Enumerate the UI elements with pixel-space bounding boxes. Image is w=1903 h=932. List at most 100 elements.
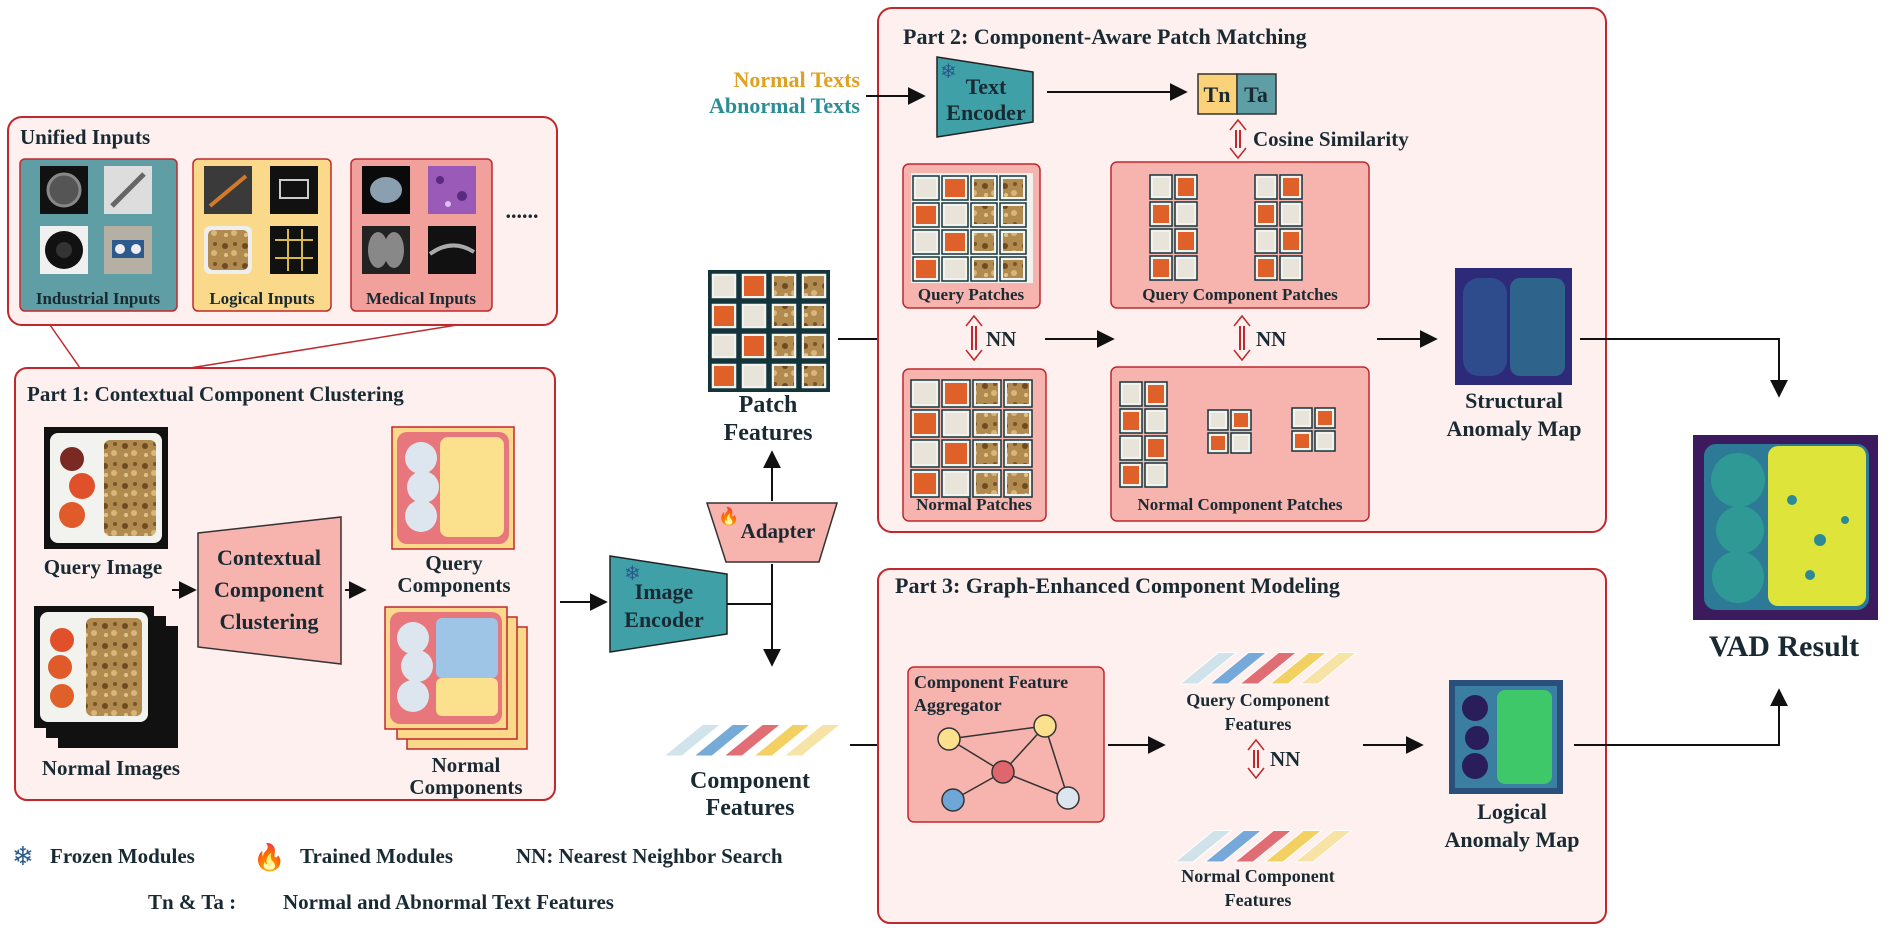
feature-strip bbox=[692, 724, 752, 757]
patch-content bbox=[1295, 434, 1309, 448]
svg-text:Image: Image bbox=[635, 579, 694, 604]
svg-text:Normal Component: Normal Component bbox=[1181, 866, 1335, 886]
patch-content bbox=[714, 306, 734, 326]
patch-content bbox=[1003, 233, 1023, 251]
patch-content bbox=[976, 413, 998, 434]
svg-text:Query Patches: Query Patches bbox=[918, 285, 1025, 304]
graph-node bbox=[937, 727, 961, 751]
svg-text:Features: Features bbox=[706, 795, 795, 821]
query-component-patches-box: Query Component Patches bbox=[1110, 161, 1370, 309]
feature-strip bbox=[1173, 830, 1233, 863]
svg-text:NN: NN bbox=[1256, 327, 1286, 351]
query-image-label: Query Image bbox=[44, 555, 162, 579]
patch-content bbox=[1258, 178, 1274, 196]
patch-content bbox=[1283, 259, 1299, 277]
patch-content bbox=[1148, 439, 1164, 457]
svg-text:Features: Features bbox=[724, 420, 813, 446]
patch-content bbox=[1211, 436, 1225, 450]
svg-text:Structural: Structural bbox=[1465, 388, 1563, 413]
patch-content bbox=[1258, 232, 1274, 250]
structural-anomaly-map bbox=[1455, 268, 1572, 385]
part1-panel: Part 1: Contextual Component Clustering … bbox=[14, 367, 556, 801]
patch-content bbox=[1178, 232, 1194, 250]
logical-anomaly-map bbox=[1449, 680, 1563, 794]
query-patches-box: Query Patches bbox=[902, 163, 1041, 309]
nn-arrow bbox=[1233, 314, 1251, 362]
svg-text:Tn & Ta :: Tn & Ta : bbox=[148, 890, 236, 914]
feature-strip bbox=[1233, 830, 1293, 863]
nn-arrow bbox=[1247, 738, 1265, 780]
legend: ❄ Frozen Modules 🔥 Trained Modules NN: N… bbox=[12, 842, 783, 914]
svg-text:Query Component Patches: Query Component Patches bbox=[1142, 285, 1338, 304]
patch-content bbox=[1148, 466, 1164, 484]
svg-text:Encoder: Encoder bbox=[624, 607, 704, 632]
feature-strip bbox=[782, 724, 842, 757]
feature-strip bbox=[1293, 830, 1353, 863]
svg-text:Components: Components bbox=[409, 775, 522, 799]
svg-text:Text: Text bbox=[966, 74, 1007, 99]
patch-content bbox=[974, 206, 994, 224]
patch-content bbox=[945, 443, 967, 464]
patch-content bbox=[1007, 383, 1029, 404]
svg-text:Query: Query bbox=[425, 551, 483, 575]
snowflake-icon: ❄ bbox=[12, 842, 34, 871]
patch-content bbox=[1123, 412, 1139, 430]
vad-result-map bbox=[1693, 435, 1878, 620]
patch-content bbox=[774, 306, 794, 326]
patch-content bbox=[976, 383, 998, 404]
patch-content bbox=[744, 306, 764, 326]
text-features-tn-ta: Tn Ta bbox=[1197, 73, 1277, 115]
svg-text:Normal Patches: Normal Patches bbox=[916, 495, 1032, 514]
patch-content bbox=[1211, 413, 1225, 427]
patch-content bbox=[804, 336, 824, 356]
vad-result-label: VAD Result bbox=[1709, 630, 1859, 663]
svg-text:Adapter: Adapter bbox=[741, 519, 816, 543]
patch-content bbox=[1153, 259, 1169, 277]
feature-strip bbox=[1238, 652, 1298, 685]
normal-images-label: Normal Images bbox=[42, 756, 180, 780]
svg-text:Logical: Logical bbox=[1477, 799, 1547, 824]
patch-content bbox=[744, 276, 764, 296]
patch-features-grid bbox=[708, 270, 830, 392]
query-components bbox=[391, 426, 515, 550]
patch-content bbox=[1003, 206, 1023, 224]
patch-content bbox=[1148, 385, 1164, 403]
feature-strip bbox=[1203, 830, 1263, 863]
patch-content bbox=[945, 233, 965, 251]
svg-text:Patch: Patch bbox=[739, 392, 798, 418]
patch-content bbox=[774, 276, 794, 296]
feature-strip bbox=[1178, 652, 1238, 685]
graph-node bbox=[941, 788, 965, 812]
cosine-similarity-arrow bbox=[1229, 118, 1247, 160]
patch-content bbox=[774, 366, 794, 386]
medical-inputs-group: Medical Inputs bbox=[350, 158, 493, 312]
patch-content bbox=[916, 233, 936, 251]
contextual-clustering-module: Contextual Component Clustering bbox=[197, 516, 342, 665]
patch-content bbox=[714, 366, 734, 386]
normal-component-patches-box: Normal Component Patches bbox=[1110, 366, 1370, 522]
feature-strip bbox=[752, 724, 812, 757]
nn-arrow bbox=[965, 314, 983, 362]
patch-content bbox=[974, 233, 994, 251]
industrial-inputs-group: Industrial Inputs bbox=[19, 158, 178, 312]
feature-strip bbox=[662, 724, 722, 757]
svg-text:Normal: Normal bbox=[432, 753, 501, 777]
patch-content bbox=[1153, 205, 1169, 223]
svg-text:Ta: Ta bbox=[1244, 82, 1268, 107]
normal-components bbox=[384, 606, 528, 750]
patch-content bbox=[774, 336, 794, 356]
patch-content bbox=[1153, 178, 1169, 196]
svg-text:Normal and Abnormal Text Featu: Normal and Abnormal Text Features bbox=[283, 890, 614, 914]
cosine-similarity-label: Cosine Similarity bbox=[1253, 127, 1409, 151]
patch-content bbox=[714, 336, 734, 356]
snowflake-icon: ❄ bbox=[624, 563, 641, 585]
patch-content bbox=[744, 336, 764, 356]
flame-icon: 🔥 bbox=[253, 842, 285, 872]
query-image bbox=[44, 427, 168, 549]
unified-inputs-title: Unified Inputs bbox=[20, 125, 150, 149]
medical-thumb bbox=[428, 166, 476, 214]
patch-content bbox=[1283, 232, 1299, 250]
normal-texts-label: Normal Texts bbox=[734, 67, 861, 92]
patch-content bbox=[914, 383, 936, 404]
